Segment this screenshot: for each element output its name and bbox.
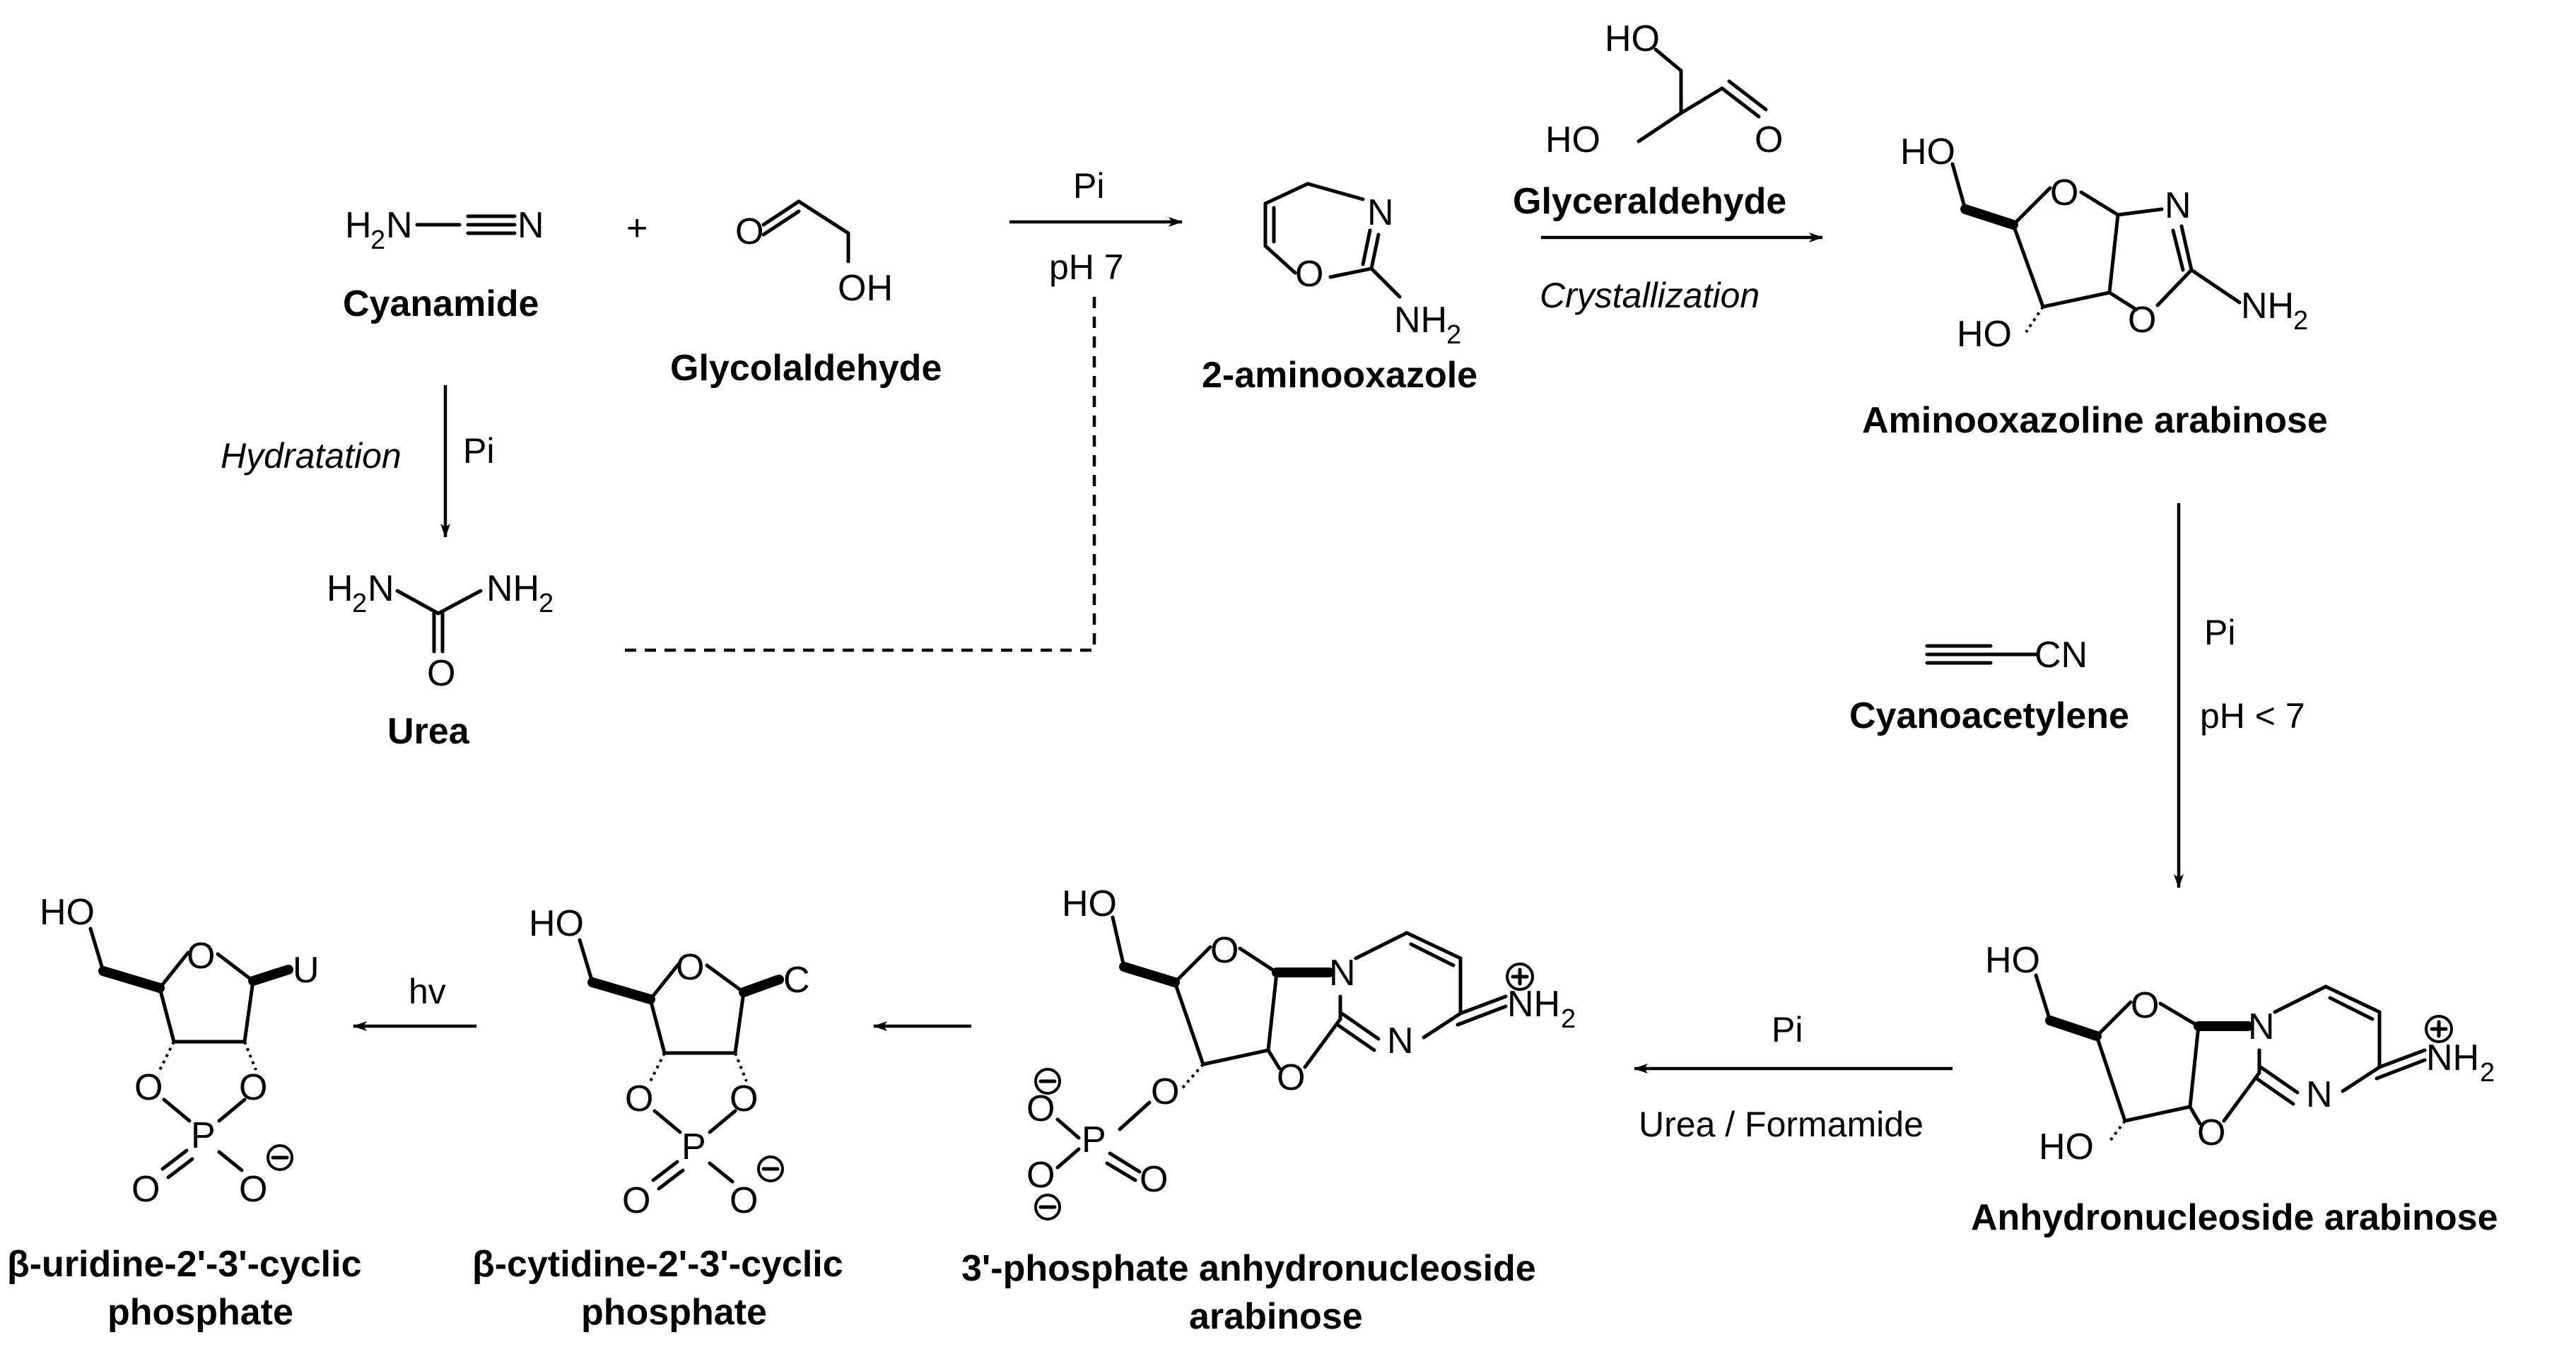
svg-text:HO: HO: [1900, 131, 1955, 172]
svg-text:HO: HO: [529, 903, 584, 944]
svg-text:2: 2: [2480, 1058, 2495, 1088]
svg-text:O: O: [134, 1067, 163, 1108]
svg-text:N: N: [386, 205, 413, 246]
svg-text:2: 2: [1561, 1004, 1576, 1034]
svg-text:O: O: [1755, 119, 1783, 160]
phosphate-anhydronucleoside-structure: HO O O P O O O N NH 2: [1026, 883, 1576, 1220]
svg-text:N: N: [368, 568, 394, 609]
svg-text:O: O: [1295, 254, 1323, 295]
cyanoacetylene-structure: CN: [1925, 635, 2088, 676]
anhydronucleoside-structure: HO O HO N NH 2 N O: [1985, 940, 2495, 1167]
plus-sign: +: [626, 208, 648, 249]
svg-text:O: O: [1026, 1155, 1055, 1196]
aminooxazole-structure: N O NH 2: [1263, 182, 1461, 350]
svg-text:O: O: [676, 947, 704, 988]
svg-text:N: N: [2248, 1006, 2275, 1047]
svg-text:2: 2: [1446, 320, 1461, 350]
svg-text:O: O: [427, 653, 455, 694]
condition-pi-4: Pi: [1772, 1010, 1803, 1049]
svg-text:HO: HO: [1605, 18, 1660, 59]
svg-text:2: 2: [352, 589, 367, 618]
svg-text:O: O: [1277, 1057, 1305, 1098]
glycolaldehyde-structure: O OH: [735, 199, 893, 309]
cyanamide-label: Cyanamide: [343, 283, 539, 324]
svg-text:N: N: [1387, 1020, 1414, 1061]
svg-text:O: O: [625, 1078, 653, 1119]
svg-text:H: H: [345, 205, 372, 246]
svg-text:N: N: [1367, 192, 1394, 233]
svg-text:N: N: [1329, 953, 1356, 994]
aminooxazole-label: 2-aminooxazole: [1202, 355, 1477, 396]
phosphate-anhydro-label-line2: arabinose: [1189, 1296, 1363, 1337]
svg-text:U: U: [293, 950, 320, 991]
svg-text:HO: HO: [1545, 119, 1600, 160]
glyceraldehyde-label: Glyceraldehyde: [1513, 181, 1786, 222]
svg-text:O: O: [1026, 1088, 1055, 1129]
aminooxazoline-structure: HO O HO N O NH 2: [1900, 131, 2308, 355]
svg-text:C: C: [783, 960, 810, 1001]
svg-text:P: P: [1082, 1119, 1106, 1160]
uridine-label-line2: phosphate: [107, 1292, 293, 1333]
cytidine-label-line2: phosphate: [581, 1292, 767, 1333]
condition-urea-formamide: Urea / Formamide: [1639, 1105, 1924, 1144]
svg-text:NH: NH: [1507, 984, 1560, 1025]
svg-text:2: 2: [370, 225, 385, 255]
svg-text:O: O: [2131, 985, 2159, 1026]
svg-text:P: P: [191, 1115, 216, 1156]
condition-hydration: Hydratation: [221, 436, 402, 476]
cyanoacetylene-label: Cyanoacetylene: [1849, 695, 2129, 736]
svg-text:HO: HO: [1957, 314, 2012, 355]
svg-text:HO: HO: [2039, 1127, 2094, 1167]
condition-ph-lt7: pH < 7: [2200, 696, 2305, 736]
uridine-label-line1: β-uridine-2'-3'-cyclic: [7, 1244, 362, 1285]
svg-text:2: 2: [2293, 306, 2308, 336]
svg-text:N: N: [2165, 185, 2191, 226]
svg-text:HO: HO: [1985, 940, 2040, 981]
aminooxazoline-label: Aminooxazoline arabinose: [1862, 400, 2328, 441]
svg-text:N: N: [517, 205, 544, 246]
urea-structure: H 2 N NH 2 O: [327, 568, 554, 694]
svg-text:OH: OH: [838, 268, 893, 309]
uridine-cyclic-phosphate-structure: HO O U O O P O O: [40, 892, 320, 1210]
svg-text:O: O: [1151, 1071, 1179, 1112]
glycolaldehyde-label: Glycolaldehyde: [670, 348, 942, 389]
svg-text:HO: HO: [1062, 883, 1117, 924]
condition-pi-2: Pi: [463, 431, 494, 471]
condition-pi-1: Pi: [1073, 166, 1104, 206]
svg-text:O: O: [730, 1180, 758, 1221]
svg-text:O: O: [2050, 172, 2078, 213]
glyceraldehyde-structure: HO HO O: [1545, 18, 1783, 160]
condition-hv: hv: [409, 972, 446, 1011]
condition-pi-3: Pi: [2204, 613, 2235, 652]
svg-text:CN: CN: [2035, 635, 2088, 676]
svg-text:NH: NH: [1394, 300, 1447, 341]
anhydronucleoside-label: Anhydronucleoside arabinose: [1971, 1197, 2498, 1238]
svg-text:2: 2: [539, 589, 554, 618]
svg-text:O: O: [1140, 1159, 1168, 1200]
svg-text:O: O: [131, 1169, 160, 1210]
svg-text:O: O: [239, 1169, 267, 1210]
cytidine-label-line1: β-cytidine-2'-3'-cyclic: [472, 1244, 843, 1285]
svg-text:NH: NH: [486, 568, 539, 609]
cyanamide-structure: H 2 N N: [345, 205, 544, 255]
svg-text:P: P: [681, 1127, 706, 1167]
condition-ph7: pH 7: [1049, 247, 1124, 287]
condition-crystallization: Crystallization: [1540, 276, 1760, 315]
svg-text:NH: NH: [2426, 1037, 2479, 1078]
svg-text:O: O: [187, 936, 215, 977]
svg-text:H: H: [327, 568, 353, 609]
svg-text:O: O: [2197, 1112, 2225, 1153]
svg-text:NH: NH: [2241, 286, 2294, 327]
phosphate-anhydro-label-line1: 3'-phosphate anhydronucleoside: [961, 1248, 1536, 1289]
svg-text:N: N: [2306, 1074, 2333, 1115]
cytidine-cyclic-phosphate-structure: HO O C O O P O O: [529, 903, 810, 1221]
svg-text:O: O: [735, 211, 763, 252]
svg-text:O: O: [1210, 930, 1239, 971]
urea-label: Urea: [387, 711, 470, 752]
svg-text:O: O: [622, 1180, 650, 1221]
svg-text:HO: HO: [40, 892, 95, 933]
